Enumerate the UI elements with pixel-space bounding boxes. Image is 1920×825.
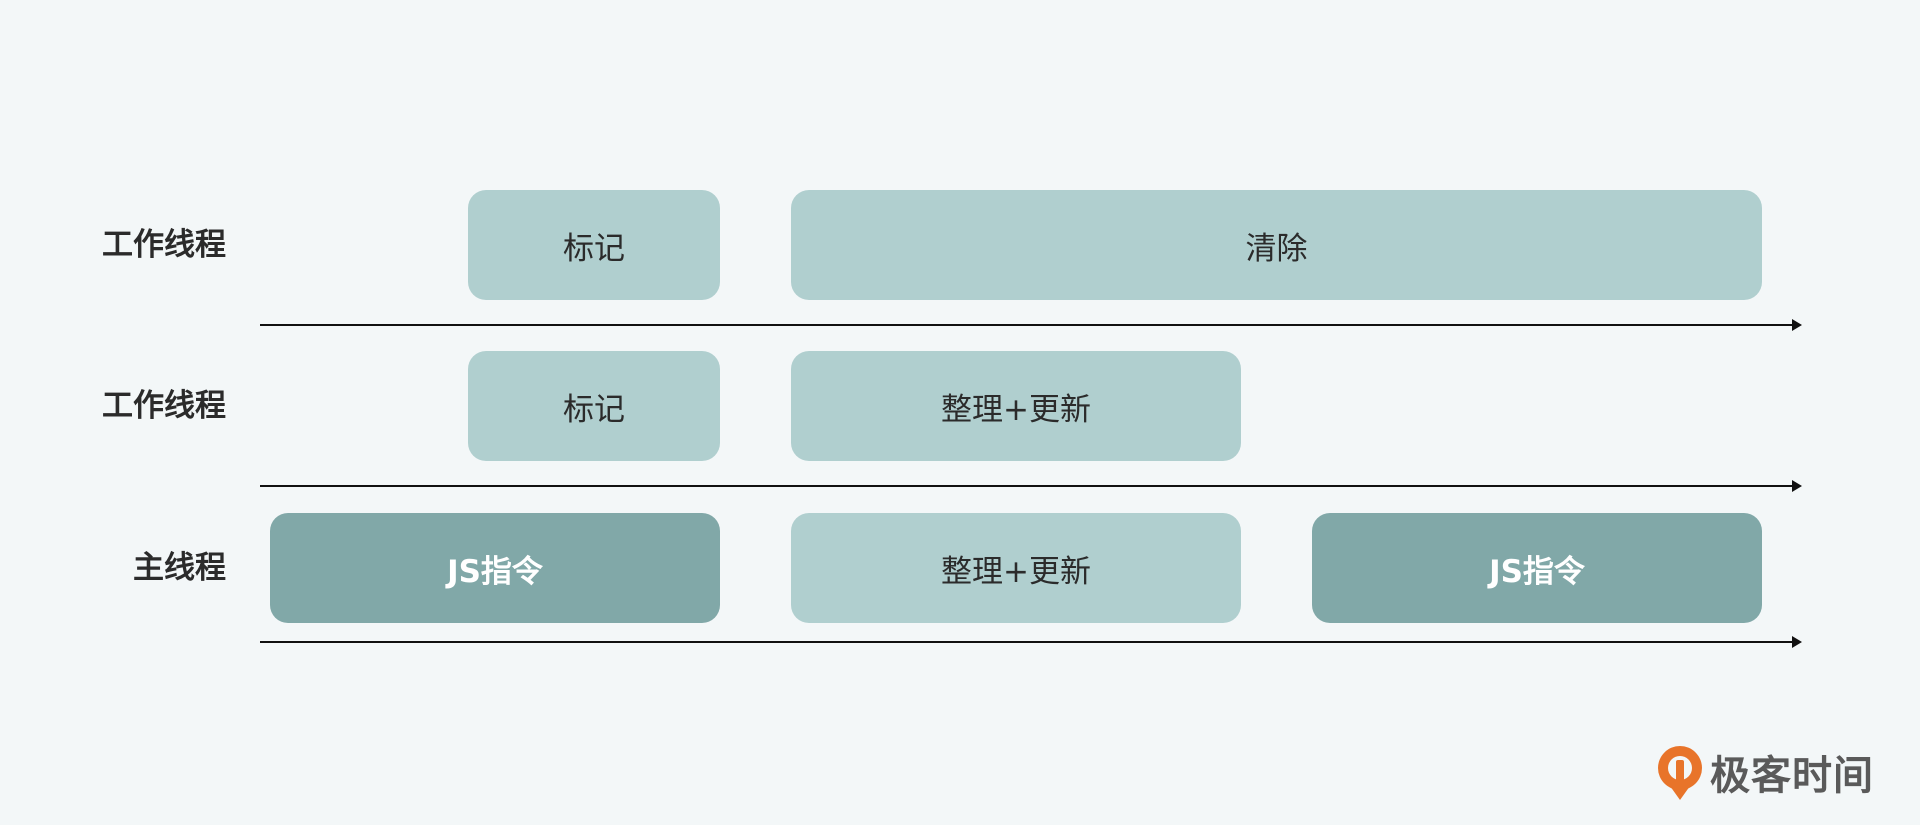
arrow-head xyxy=(1792,319,1802,331)
timeline-axis-3 xyxy=(260,636,1802,648)
block-label: 整理+更新 xyxy=(941,391,1091,428)
block-label: 标记 xyxy=(563,391,625,428)
block-label: 清除 xyxy=(1245,230,1308,267)
arrow-head xyxy=(1792,636,1802,648)
block-compact-update-2: 整理+更新 xyxy=(791,513,1241,623)
block-label: 标记 xyxy=(563,230,625,267)
block-js-instructions-2: JS指令 xyxy=(1312,513,1762,623)
block-label: 整理+更新 xyxy=(941,553,1091,590)
row-label-main-thread: 主线程 xyxy=(133,550,226,586)
block-mark-1: 标记 xyxy=(468,190,720,300)
geekbang-logo: 极客时间 xyxy=(1656,742,1874,802)
block-sweep: 清除 xyxy=(791,190,1762,300)
arrow-head xyxy=(1792,480,1802,492)
block-label: JS指令 xyxy=(1489,553,1585,590)
geekbang-logo-icon xyxy=(1658,746,1702,800)
block-label: JS指令 xyxy=(447,553,543,590)
row-label-worker-thread-1: 工作线程 xyxy=(102,227,226,263)
block-compact-update-1: 整理+更新 xyxy=(791,351,1241,461)
row-label-worker-thread-2: 工作线程 xyxy=(102,388,226,424)
timeline-axis-2 xyxy=(260,480,1802,492)
logo-text: 极客时间 xyxy=(1710,753,1874,799)
block-mark-2: 标记 xyxy=(468,351,720,461)
block-js-instructions-1: JS指令 xyxy=(270,513,720,623)
timeline-axis-1 xyxy=(260,319,1802,331)
